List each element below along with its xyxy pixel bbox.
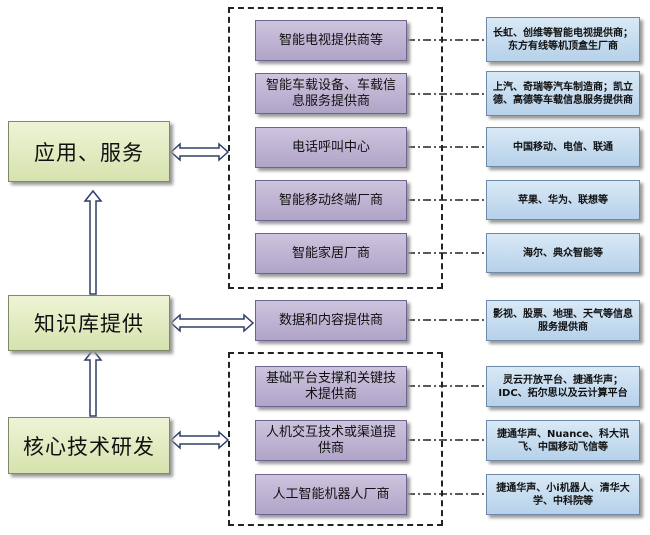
examples-mobile-terminal: 苹果、华为、联想等 [486, 180, 640, 220]
provider-data-content: 数据和内容提供商 [255, 300, 407, 341]
examples-platform-key-tech: 灵云开放平台、捷通华声；IDC、拓尔思以及云计算平台 [486, 366, 640, 407]
provider-platform-key-tech: 基础平台支撑和关键技术提供商 [255, 366, 407, 407]
examples-smart-tv: 长虹、创维等智能电视提供商；东方有线等机顶盒生厂商 [486, 17, 640, 62]
provider-ai-robot: 人工智能机器人厂商 [255, 474, 407, 515]
examples-data-content: 影视、股票、地理、天气等信息服务提供商 [486, 300, 640, 341]
provider-vehicle-devices: 智能车载设备、车载信息服务提供商 [255, 73, 407, 114]
double-arrow-application [169, 142, 230, 162]
layer-application-service: 应用、服务 [8, 121, 170, 182]
provider-smart-home: 智能家居厂商 [255, 233, 407, 274]
double-arrow-core [169, 430, 230, 450]
examples-vehicle-devices: 上汽、奇瑞等汽车制造商；凯立德、高德等车载信息服务提供商 [486, 71, 640, 116]
provider-smart-tv: 智能电视提供商等 [255, 20, 407, 61]
provider-hci-channel: 人机交互技术或渠道提供商 [255, 420, 407, 461]
core-tech-providers-group [228, 352, 443, 526]
up-arrow-core-to-knowledge [83, 348, 103, 417]
dash-dot-connectors [407, 39, 486, 495]
application-providers-group [228, 7, 443, 289]
provider-call-center: 电话呼叫中心 [255, 127, 407, 168]
examples-hci-channel: 捷通华声、Nuance、科大讯飞、中国移动飞信等 [486, 420, 640, 461]
examples-smart-home: 海尔、典众智能等 [486, 233, 640, 273]
layer-core-tech-rd: 核心技术研发 [8, 417, 170, 474]
layer-knowledge-base: 知识库提供 [8, 295, 170, 351]
examples-call-center: 中国移动、电信、联通 [486, 127, 640, 167]
up-arrow-knowledge-to-application [83, 189, 103, 295]
double-arrow-knowledge [169, 313, 255, 333]
provider-mobile-terminal: 智能移动终端厂商 [255, 180, 407, 221]
examples-ai-robot: 捷通华声、小i机器人、清华大学、中科院等 [486, 474, 640, 515]
